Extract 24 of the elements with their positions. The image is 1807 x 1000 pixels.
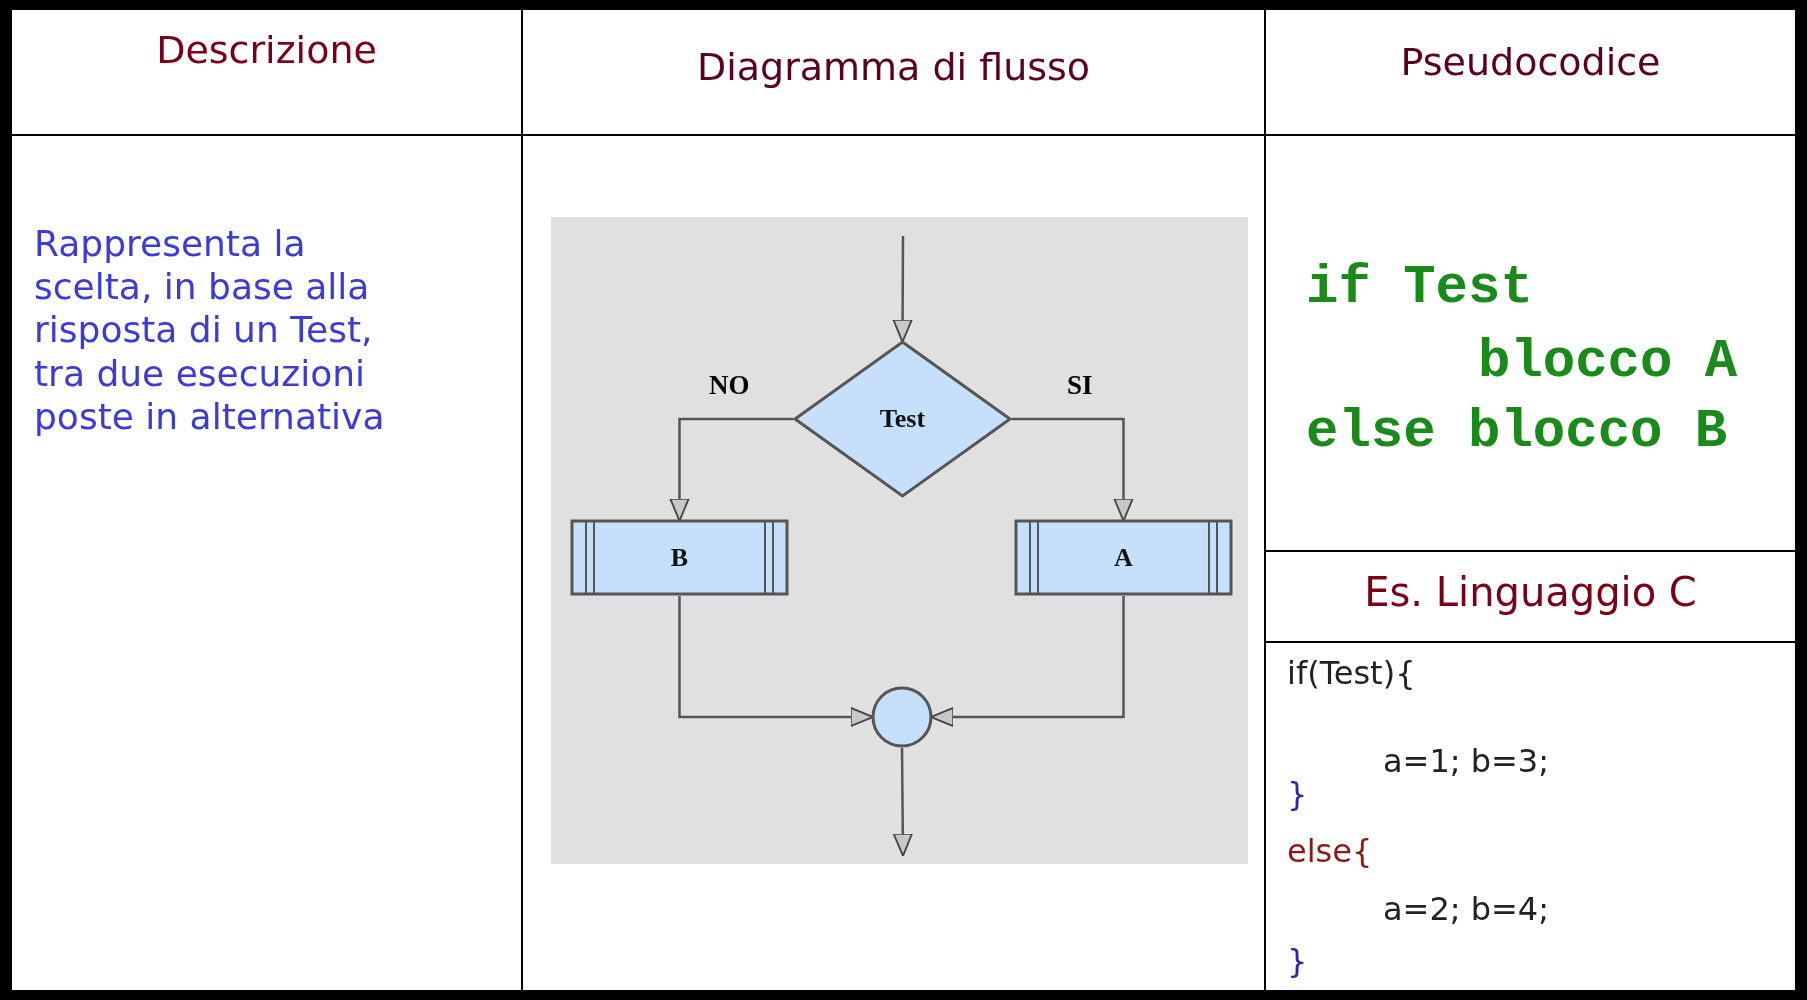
pseudocode-line: else blocco B <box>1306 400 1728 464</box>
code-line: a=1; b=3; <box>1383 742 1549 781</box>
arrow <box>669 417 793 522</box>
column-header: Diagramma di flusso <box>695 45 1092 91</box>
description-text: Rappresenta la scelta, in base alla risposta di un Test, tra due esecuzioni poste in alternativa <box>34 222 386 438</box>
column-header: Descrizione <box>155 28 378 74</box>
pseudocode-line: if Test <box>1306 256 1533 320</box>
process-box: B <box>570 519 789 596</box>
code-line: if(Test){ <box>1287 654 1416 693</box>
process-box: A <box>1014 519 1233 596</box>
decision-diamond: Test <box>793 340 1012 498</box>
pseudocode-line: blocco A <box>1478 330 1738 394</box>
code-line: } <box>1287 942 1308 981</box>
code-line: a=2; b=4; <box>1383 890 1549 929</box>
arrow <box>1012 417 1134 522</box>
code-line: else{ <box>1287 832 1373 871</box>
arrow <box>892 748 913 857</box>
code-line: } <box>1287 775 1308 814</box>
column-header: Pseudocodice <box>1399 40 1662 86</box>
section-header: Es. Linguaggio C <box>1363 568 1698 616</box>
arrow <box>930 596 1125 728</box>
arrow <box>678 596 874 728</box>
arrow <box>892 236 913 343</box>
connector-circle <box>871 686 933 748</box>
